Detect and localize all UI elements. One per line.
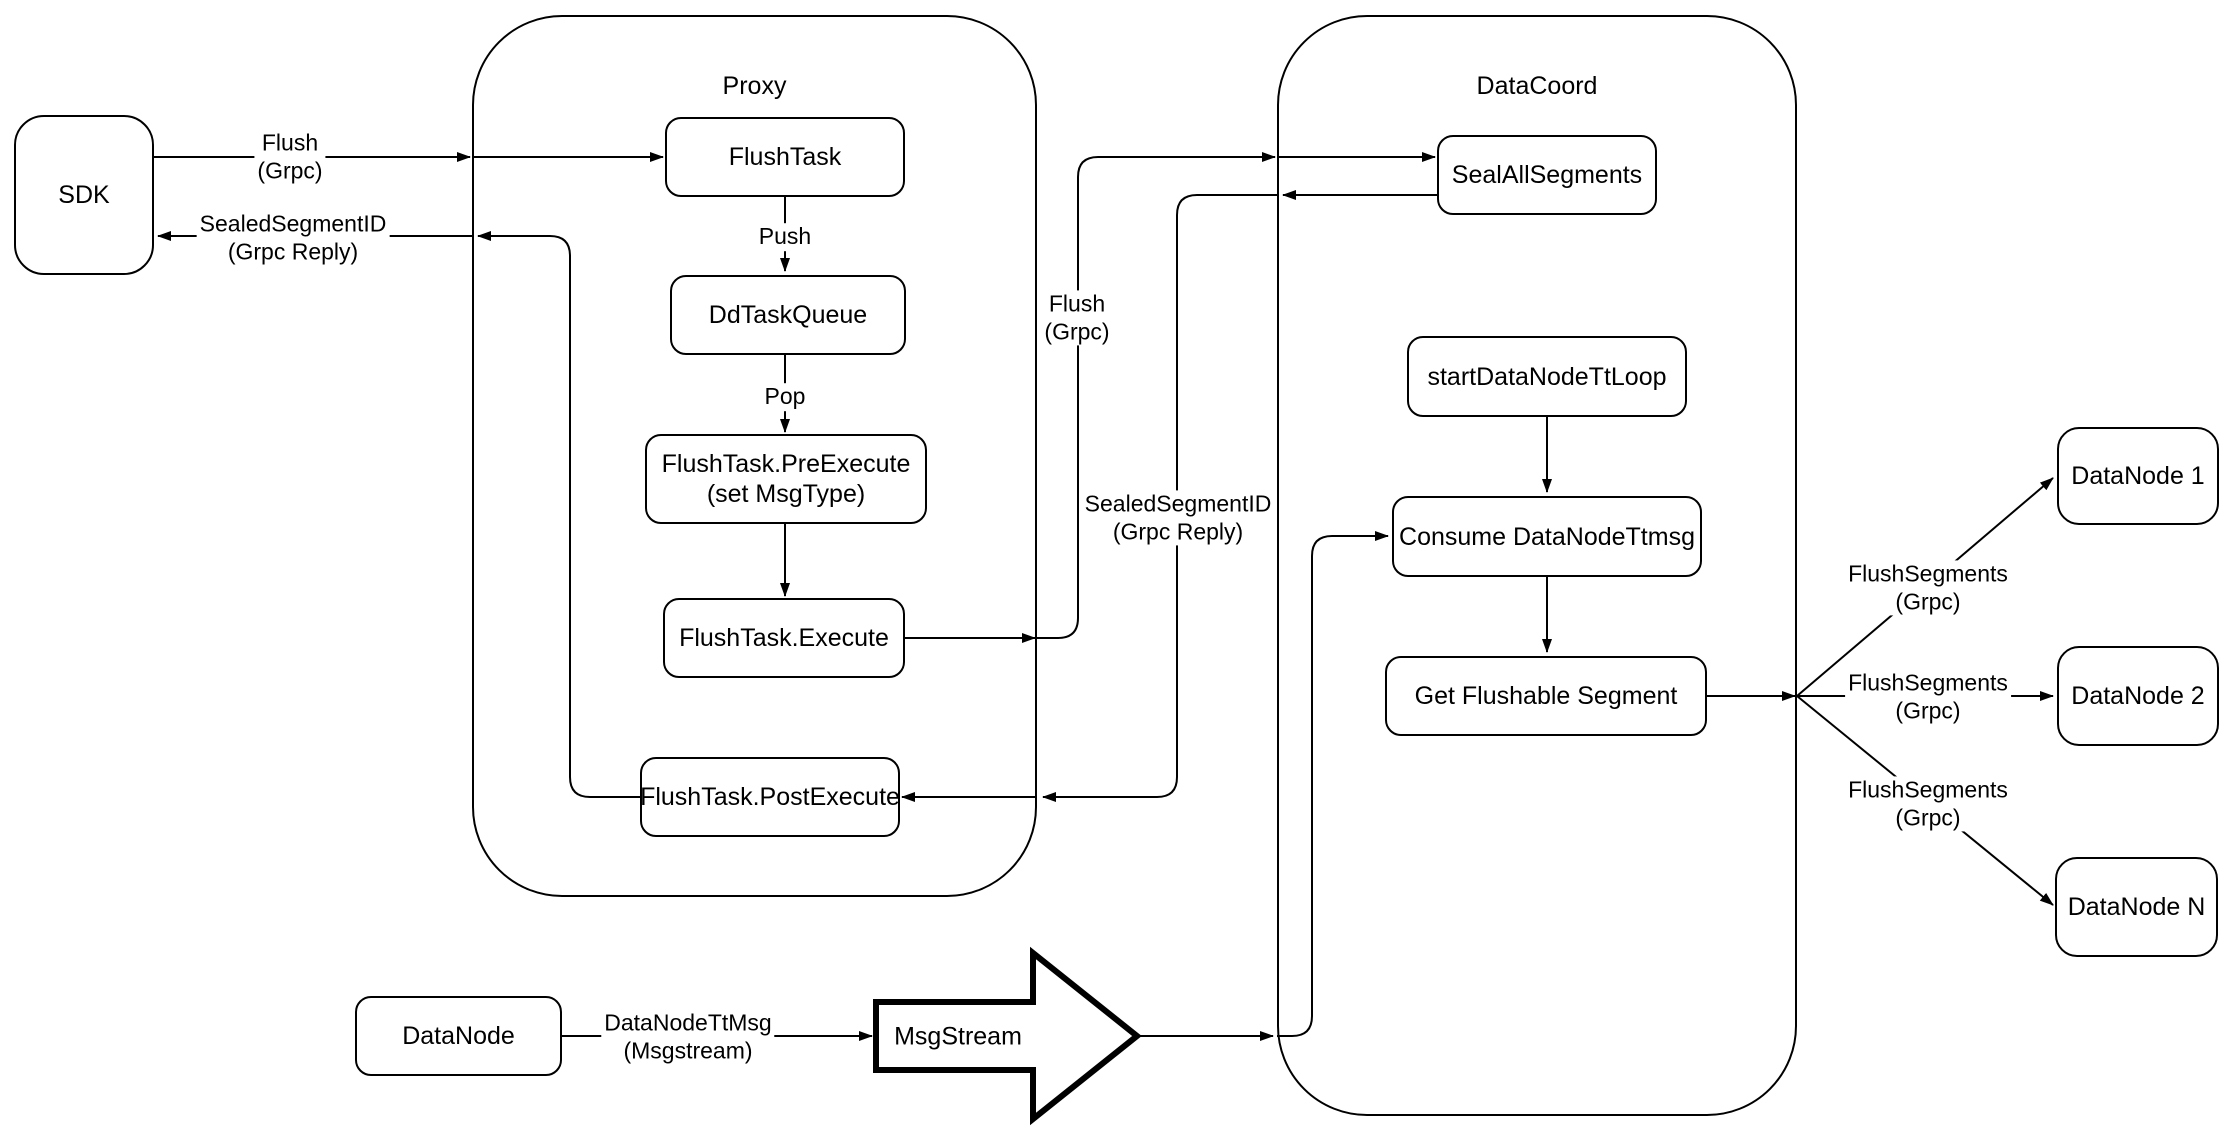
datacoord-container-title: DataCoord: [1476, 72, 1598, 100]
edge-label-flush-grpc-mid: Flush (Grpc): [1041, 290, 1113, 346]
node-startdatanodettloop: startDataNodeTtLoop: [1407, 336, 1687, 417]
edge-msgstream-to-consume: [1277, 531, 1389, 1037]
node-datanode-1: DataNode 1: [2057, 427, 2219, 525]
edge-label-sealedsegmentid-sdk: SealedSegmentID (Grpc Reply): [196, 210, 390, 266]
proxy-container: Proxy: [472, 15, 1037, 897]
node-sealallsegments: SealAllSegments: [1437, 135, 1657, 215]
node-flushtask-preexecute: FlushTask.PreExecute (set MsgType): [645, 434, 927, 524]
edge-label-pop: Pop: [761, 383, 809, 411]
node-sdk: SDK: [14, 115, 154, 275]
node-ddtaskqueue: DdTaskQueue: [670, 275, 906, 355]
edge-label-push: Push: [755, 223, 815, 251]
node-flushtask-execute: FlushTask.Execute: [663, 598, 905, 678]
edge-label-sealedsegmentid-mid: SealedSegmentID (Grpc Reply): [1081, 490, 1275, 546]
node-datanode-n: DataNode N: [2055, 857, 2218, 957]
node-datanode-bottom: DataNode: [355, 996, 562, 1076]
edge-postexecute-to-proxy-edge: [477, 231, 640, 798]
msgstream-label: MsgStream: [894, 1022, 1022, 1051]
edge-label-flushsegments-1: FlushSegments (Grpc): [1845, 560, 2011, 616]
node-datanode-2: DataNode 2: [2057, 646, 2219, 746]
edge-flush-channel: [1037, 152, 1276, 639]
edge-label-flushsegments-3: FlushSegments (Grpc): [1845, 776, 2011, 832]
node-get-flushable-segment: Get Flushable Segment: [1385, 656, 1707, 736]
datacoord-container: DataCoord: [1277, 15, 1797, 1116]
node-flushtask-postexecute: FlushTask.PostExecute: [640, 757, 900, 837]
msgstream-block-arrow-shape: [873, 946, 1142, 1126]
node-flushtask: FlushTask: [665, 117, 905, 197]
proxy-container-title: Proxy: [722, 72, 787, 100]
node-consume-datanodettmsg: Consume DataNodeTtmsg: [1392, 496, 1702, 577]
edge-label-flush-grpc-sdk: Flush (Grpc): [254, 129, 326, 185]
edge-label-flushsegments-2: FlushSegments (Grpc): [1845, 669, 2011, 725]
edge-label-datanodettmsg: DataNodeTtMsg (Msgstream): [601, 1009, 775, 1065]
